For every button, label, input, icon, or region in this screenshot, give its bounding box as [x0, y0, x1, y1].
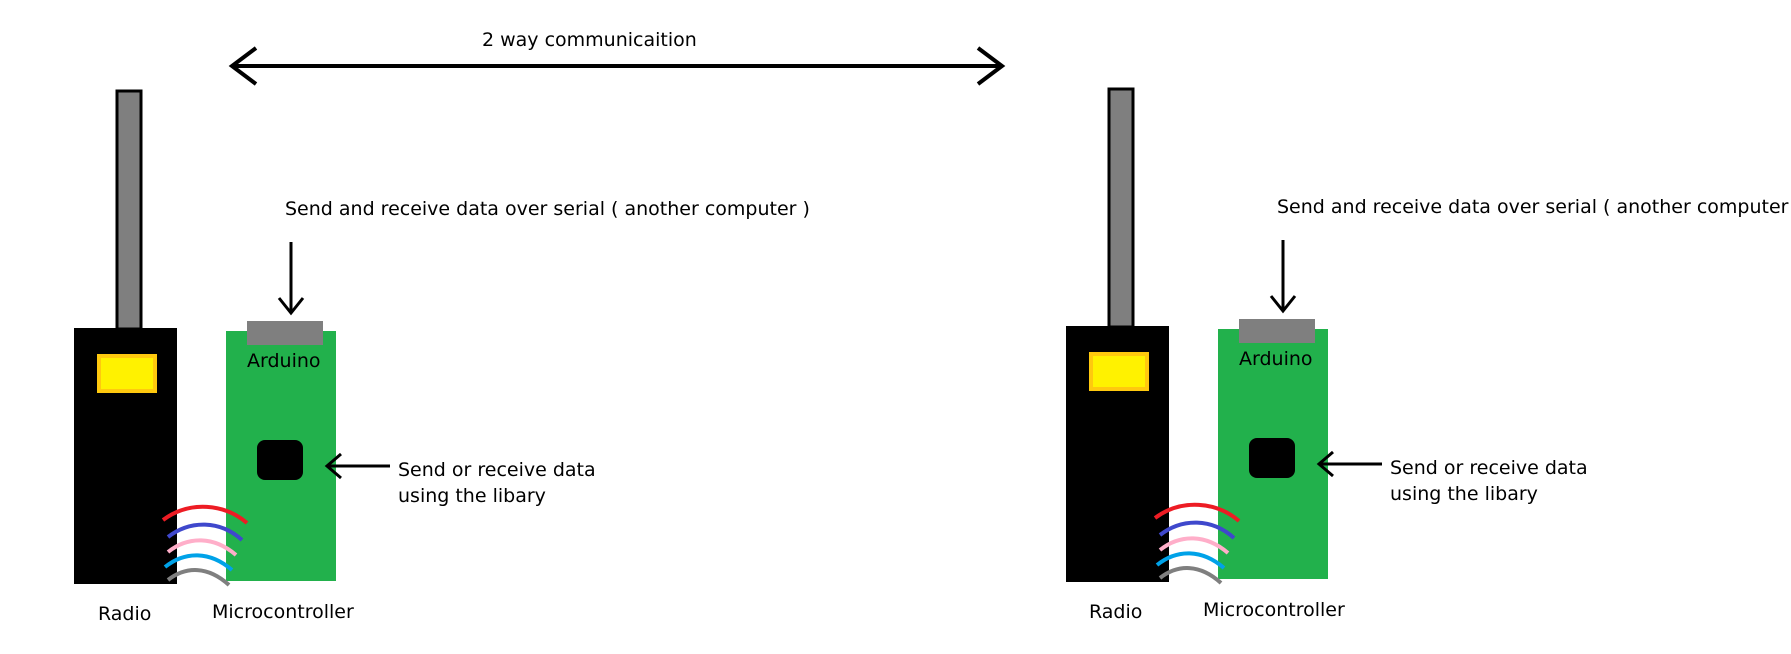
wires-1	[161, 504, 249, 587]
serial-port	[1239, 319, 1315, 343]
library-label-line1: Send or receive data	[1390, 457, 1588, 479]
microcontroller-1	[226, 321, 336, 581]
arduino-chip	[1249, 438, 1295, 478]
radio-1	[74, 89, 177, 584]
radio-led	[1089, 352, 1149, 391]
library-label-line2: using the libary	[398, 485, 546, 507]
microcontroller-caption: Microcontroller	[1203, 599, 1345, 621]
arduino-label: Arduino	[247, 350, 321, 372]
serial-arrow-1	[277, 242, 305, 316]
arduino-chip	[257, 440, 303, 480]
serial-label: Send and receive data over serial ( anot…	[285, 198, 810, 220]
wires-2	[1153, 502, 1241, 585]
radio-caption: Radio	[1089, 601, 1143, 623]
radio-antenna	[1107, 87, 1135, 329]
library-arrow-2	[1316, 450, 1382, 478]
microcontroller-2	[1218, 319, 1328, 579]
serial-port	[247, 321, 323, 345]
microcontroller-caption: Microcontroller	[212, 601, 354, 623]
radio-led	[97, 354, 157, 393]
library-label-line1: Send or receive data	[398, 459, 596, 481]
arduino-label: Arduino	[1239, 348, 1313, 370]
radio-2	[1066, 87, 1169, 582]
serial-arrow-2	[1269, 240, 1297, 314]
library-arrow-1	[324, 452, 390, 480]
serial-label: Send and receive data over serial ( anot…	[1277, 196, 1791, 218]
radio-antenna	[115, 89, 143, 331]
radio-caption: Radio	[98, 603, 152, 625]
two-way-arrow	[228, 46, 1006, 86]
diagram-title: 2 way communicaition	[482, 29, 697, 51]
library-label-line2: using the libary	[1390, 483, 1538, 505]
